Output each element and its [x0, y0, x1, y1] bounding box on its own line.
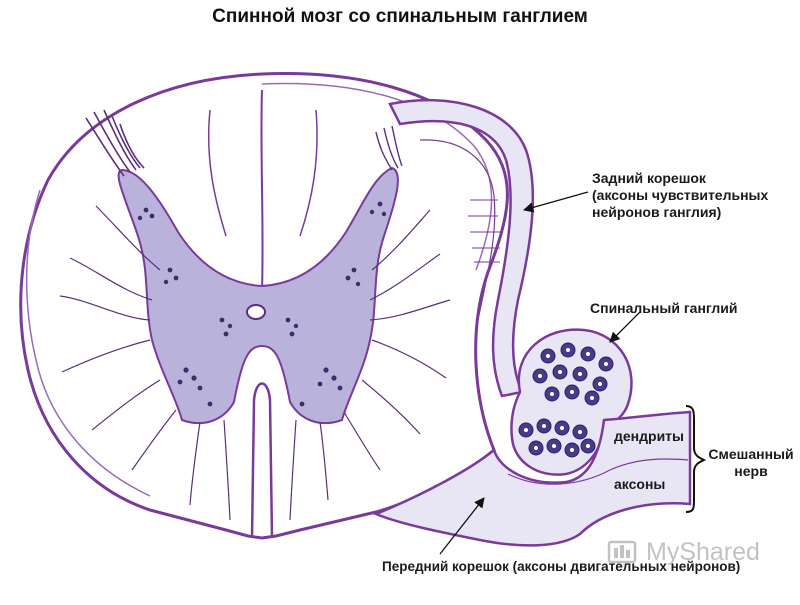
label-mixed-nerve-line1: Смешанный [708, 446, 794, 462]
left-root-fibers [85, 109, 145, 177]
label-dorsal-root-line1: Задний корешок [592, 170, 706, 186]
label-dorsal-root: Задний корешок (аксоны чувствительных не… [592, 170, 768, 221]
mixed-nerve [372, 410, 692, 547]
watermark: MyShared [606, 536, 796, 570]
watermark-text: MyShared [646, 538, 760, 566]
label-mixed-nerve-line2: нерв [734, 463, 768, 479]
label-axons: аксоны [614, 476, 666, 492]
gray-matter [117, 166, 399, 425]
label-dorsal-root-line2: (аксоны чувствительных [592, 187, 769, 203]
label-ventral-root: Передний корешок (аксоны двигательных не… [382, 559, 741, 574]
pointer-ganglion [609, 311, 641, 343]
dorsal-septum [260, 89, 264, 293]
white-matter-processes [59, 205, 451, 521]
ganglion-neuron-nuclei [524, 348, 608, 452]
label-dendrites: дендриты [614, 428, 684, 444]
diagram-title: Спинной мозг со спинальным ганглием [212, 6, 588, 27]
pointer-dorsal-root [522, 191, 589, 213]
gray-matter-neurons [137, 201, 387, 407]
label-mixed-nerve: Смешанный нерв [704, 446, 798, 480]
right-root-fibers [375, 125, 403, 171]
ventral-fissure [250, 382, 274, 539]
central-canal [246, 304, 266, 320]
watermark-logo-icon [607, 540, 637, 564]
mixed-nerve-brace [685, 405, 707, 513]
pointer-ventral-root [439, 497, 485, 555]
dorsal-root-striations [468, 199, 500, 263]
label-dorsal-root-line3: нейронов ганглия) [592, 204, 722, 220]
label-spinal-ganglion: Спинальный ганглий [590, 300, 738, 316]
